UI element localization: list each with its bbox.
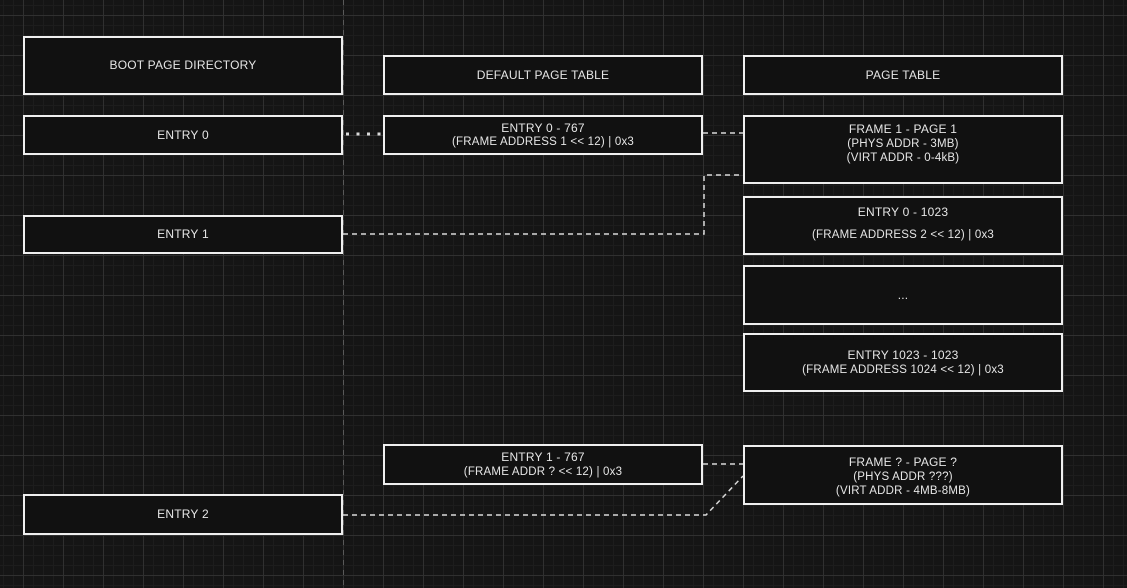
boot-directory-entry-0-label: ENTRY 0 <box>157 127 209 142</box>
page-table-entry-0-box: ENTRY 0 - 1023 (FRAME ADDRESS 2 << 12) |… <box>743 196 1063 255</box>
default-entry-0-value: (FRAME ADDRESS 1 << 12) | 0x3 <box>452 136 634 148</box>
page-table-entry-1023-box: ENTRY 1023 - 1023 (FRAME ADDRESS 1024 <<… <box>743 333 1063 392</box>
default-page-table-entry-0-box: ENTRY 0 - 767 (FRAME ADDRESS 1 << 12) | … <box>383 115 703 155</box>
boot-page-directory-title-box: BOOT PAGE DIRECTORY <box>23 36 343 95</box>
boot-directory-entry-0-box: ENTRY 0 <box>23 115 343 155</box>
frame-1-phys-addr: (PHYS ADDR - 3MB) <box>847 137 959 150</box>
page-table-title-box: PAGE TABLE <box>743 55 1063 95</box>
frame-1-virt-addr: (VIRT ADDR - 0-4kB) <box>846 152 960 164</box>
boot-directory-entry-1-box: ENTRY 1 <box>23 215 343 254</box>
default-page-table-title-box: DEFAULT PAGE TABLE <box>383 55 703 95</box>
default-page-table-title: DEFAULT PAGE TABLE <box>476 67 610 82</box>
page-table-entry-1023-value: (FRAME ADDRESS 1024 << 12) | 0x3 <box>802 363 1004 376</box>
default-entry-1-range: ENTRY 1 - 767 <box>501 450 585 464</box>
frame-unknown-virt-addr: (VIRT ADDR - 4MB-8MB) <box>835 485 971 497</box>
page-table-entry-0-value: (FRAME ADDRESS 2 << 12) | 0x3 <box>812 228 994 241</box>
frame-unknown-label: FRAME ? - PAGE ? <box>848 455 958 469</box>
page-table-entry-1023-range: ENTRY 1023 - 1023 <box>847 348 959 362</box>
page-table-entry-0-range: ENTRY 0 - 1023 <box>857 205 949 219</box>
default-entry-0-range: ENTRY 0 - 767 <box>501 120 585 135</box>
page-table-ellipsis-box: ... <box>743 265 1063 325</box>
frame-1-label: FRAME 1 - PAGE 1 <box>848 122 958 136</box>
boot-directory-entry-1-label: ENTRY 1 <box>157 227 209 242</box>
page-table-title: PAGE TABLE <box>865 67 941 82</box>
connector-entry2-to-frameq <box>343 475 744 516</box>
connector-entry1-to-page-table <box>343 174 743 235</box>
boot-page-directory-title: BOOT PAGE DIRECTORY <box>109 58 257 73</box>
frame-unknown-phys-addr: (PHYS ADDR ???) <box>853 470 953 483</box>
page-table-frame-1-box: FRAME 1 - PAGE 1 (PHYS ADDR - 3MB) (VIRT… <box>743 115 1063 184</box>
page-table-frame-unknown-box: FRAME ? - PAGE ? (PHYS ADDR ???) (VIRT A… <box>743 445 1063 505</box>
boot-directory-entry-2-box: ENTRY 2 <box>23 494 343 535</box>
page-table-ellipsis: ... <box>897 287 909 302</box>
boot-directory-entry-2-label: ENTRY 2 <box>157 507 209 522</box>
default-page-table-entry-1-box: ENTRY 1 - 767 (FRAME ADDR ? << 12) | 0x3 <box>383 444 703 485</box>
default-entry-1-value: (FRAME ADDR ? << 12) | 0x3 <box>463 465 623 478</box>
